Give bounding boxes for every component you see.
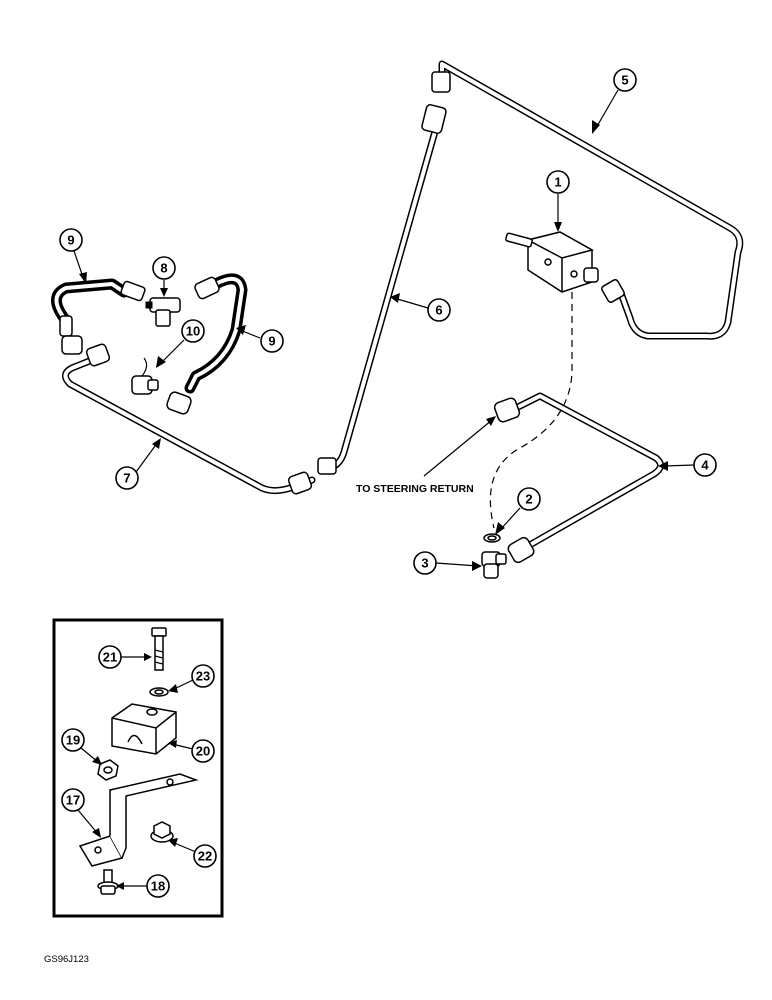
svg-text:20: 20 [196, 744, 210, 759]
part-8-tee-fitting [145, 297, 181, 327]
callout-8: 8 [152, 256, 176, 297]
svg-text:22: 22 [198, 849, 212, 864]
callout-7: 7 [115, 438, 161, 490]
part-23-washer [149, 687, 169, 697]
svg-text:23: 23 [196, 669, 210, 684]
callout-1: 1 [546, 170, 570, 232]
figure-code: GS96J123 [44, 954, 89, 965]
steering-return-note: TO STEERING RETURN [356, 416, 496, 495]
hose-9-right-end-fitting [194, 276, 220, 300]
svg-text:18: 18 [151, 879, 165, 894]
callout-9-right: 9 [236, 325, 284, 353]
part-19-nut [97, 759, 119, 781]
hose-9-left-ferrule [59, 315, 73, 337]
svg-text:10: 10 [186, 324, 200, 339]
inset-mounting-detail: 21 23 20 19 17 [52, 618, 224, 918]
svg-text:2: 2 [525, 492, 532, 507]
callout-3: 3 [413, 551, 482, 575]
callout-19: 19 [61, 728, 102, 765]
part-20-clamp-block [111, 703, 177, 755]
svg-text:7: 7 [123, 471, 130, 486]
callout-17: 17 [61, 788, 101, 838]
tube-4 [493, 392, 664, 564]
tube-6 [317, 104, 447, 475]
tube-6-fitting-bottom [317, 457, 337, 475]
valve-bolt-hole [544, 258, 552, 266]
part-18-bolt [97, 869, 119, 895]
callout-5: 5 [592, 68, 637, 134]
svg-text:1: 1 [554, 175, 561, 190]
tube-7 [62, 343, 316, 495]
svg-text:5: 5 [621, 73, 628, 88]
mounting-centerline [489, 292, 573, 529]
tube-5-fitting-valve [601, 279, 625, 303]
valve-port [583, 267, 599, 283]
svg-text:TO STEERING RETURN: TO STEERING RETURN [356, 483, 474, 495]
callout-9-left: 9 [59, 228, 87, 284]
callout-21: 21 [98, 645, 152, 669]
callout-20: 20 [168, 739, 215, 763]
svg-text:3: 3 [421, 556, 428, 571]
svg-text:21: 21 [103, 650, 117, 665]
part-10-fitting [131, 357, 159, 395]
part-17-bracket [78, 773, 199, 867]
callout-2: 2 [495, 487, 541, 535]
callout-22: 22 [168, 838, 217, 868]
svg-text:17: 17 [66, 793, 80, 808]
tube-4-nut-bottom [507, 536, 535, 564]
tube-7-nut-left [85, 343, 111, 367]
svg-text:19: 19 [66, 733, 80, 748]
svg-text:8: 8 [160, 261, 167, 276]
callout-10: 10 [156, 319, 205, 368]
callout-6: 6 [390, 293, 451, 322]
valve-stem [505, 232, 533, 248]
callout-23: 23 [168, 664, 215, 693]
valve-bolt-hole [570, 270, 578, 278]
hose-9-left-nut [61, 335, 83, 355]
hose-9-left-end-fitting [120, 280, 146, 302]
svg-text:9: 9 [268, 334, 275, 349]
svg-text:4: 4 [701, 458, 709, 473]
tube-7-nut-right [287, 471, 313, 495]
tube-5-fitting-top [431, 71, 451, 93]
part-2-o-ring [483, 533, 501, 543]
hose-9-left [51, 278, 146, 355]
callout-18: 18 [116, 874, 170, 898]
part-1-valve-block [505, 231, 599, 293]
hose-9-right [166, 273, 248, 415]
part-22-flange-nut [150, 821, 174, 843]
svg-text:6: 6 [435, 303, 442, 318]
tube-6-nut-top [421, 104, 447, 134]
part-3-elbow-fitting [481, 551, 507, 579]
tube-4-nut-top [493, 397, 521, 423]
tube-5 [431, 60, 744, 340]
svg-text:9: 9 [67, 233, 74, 248]
callout-4: 4 [658, 453, 717, 477]
part-21-bolt [151, 627, 167, 671]
hose-9-right-nut [166, 391, 192, 415]
